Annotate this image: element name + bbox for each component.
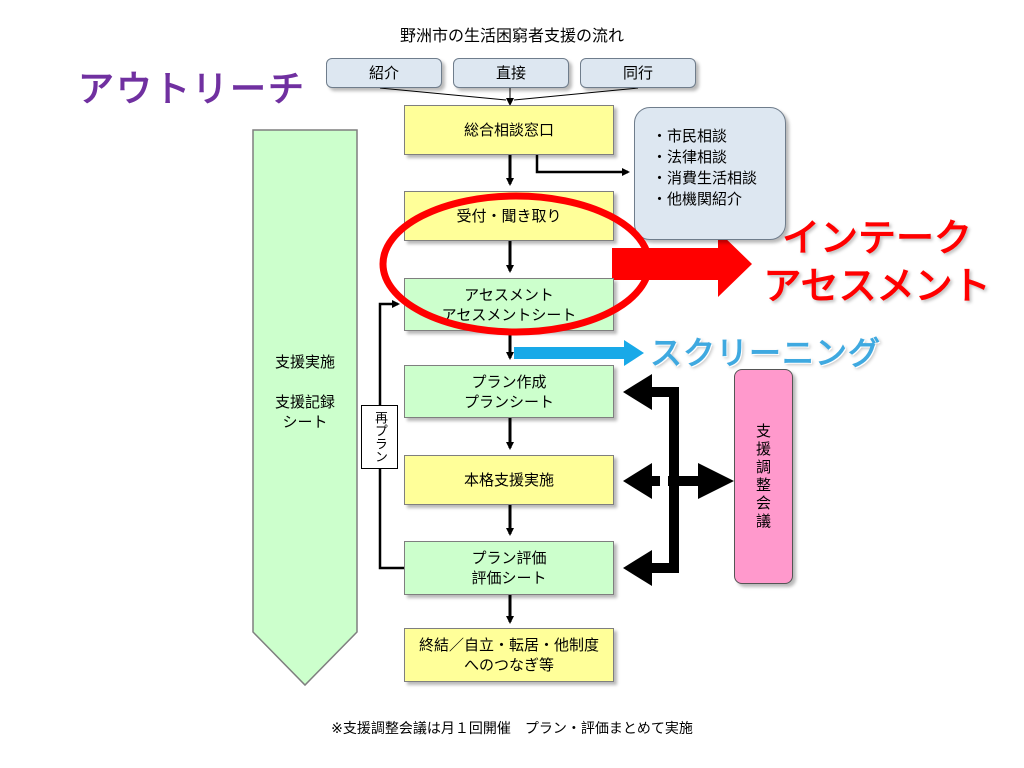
meeting-connectors bbox=[623, 374, 734, 586]
list-item: ・市民相談 bbox=[652, 127, 728, 145]
termination-box: 終結／自立・転居・他制度 へのつなぎ等 bbox=[404, 628, 614, 682]
reception-box: 受付・聞き取り bbox=[404, 191, 614, 241]
diagram-title: 野洲市の生活困窮者支援の流れ bbox=[399, 26, 624, 45]
list-item: ・法律相談 bbox=[652, 148, 728, 166]
support-implementation-box: 本格支援実施 bbox=[404, 455, 614, 505]
replan-label: 再プラン bbox=[372, 411, 387, 463]
accompany-box: 同行 bbox=[580, 58, 696, 88]
screening-arrow bbox=[514, 340, 644, 366]
entry-connectors bbox=[379, 87, 639, 106]
list-item: ・他機関紹介 bbox=[652, 190, 743, 208]
support-record-label: 支援実施 支援記録 シート bbox=[274, 353, 335, 431]
screening-label: スクリーニング bbox=[650, 334, 882, 372]
plan-evaluation-box: プラン評価 評価シート bbox=[404, 541, 614, 595]
direct-box: 直接 bbox=[453, 58, 569, 88]
plan-creation-box: プラン作成 プランシート bbox=[404, 365, 614, 418]
support-coordination-meeting-box: 支援調整会議 bbox=[734, 369, 793, 584]
referral-list: ・市民相談 ・法律相談 ・消費生活相談 ・他機関紹介 bbox=[652, 126, 757, 210]
intake-assessment-label: インテーク アセスメント bbox=[763, 216, 991, 308]
list-item: ・消費生活相談 bbox=[652, 169, 758, 187]
replan-label-box: 再プラン bbox=[361, 405, 398, 469]
footnote: ※支援調整会議は月１回開催 プラン・評価まとめて実施 bbox=[331, 721, 693, 737]
referral-box: 紹介 bbox=[326, 58, 442, 88]
consultation-window-box: 総合相談窓口 bbox=[404, 105, 614, 155]
intake-highlight-ellipse bbox=[379, 192, 653, 336]
support-implementation-arrow bbox=[252, 129, 358, 687]
referral-list-box bbox=[634, 107, 786, 240]
outreach-label: アウトリーチ bbox=[78, 69, 307, 110]
referral-connector bbox=[535, 155, 630, 176]
meeting-label: 支援調整会議 bbox=[754, 422, 772, 531]
intake-arrow bbox=[612, 231, 752, 297]
